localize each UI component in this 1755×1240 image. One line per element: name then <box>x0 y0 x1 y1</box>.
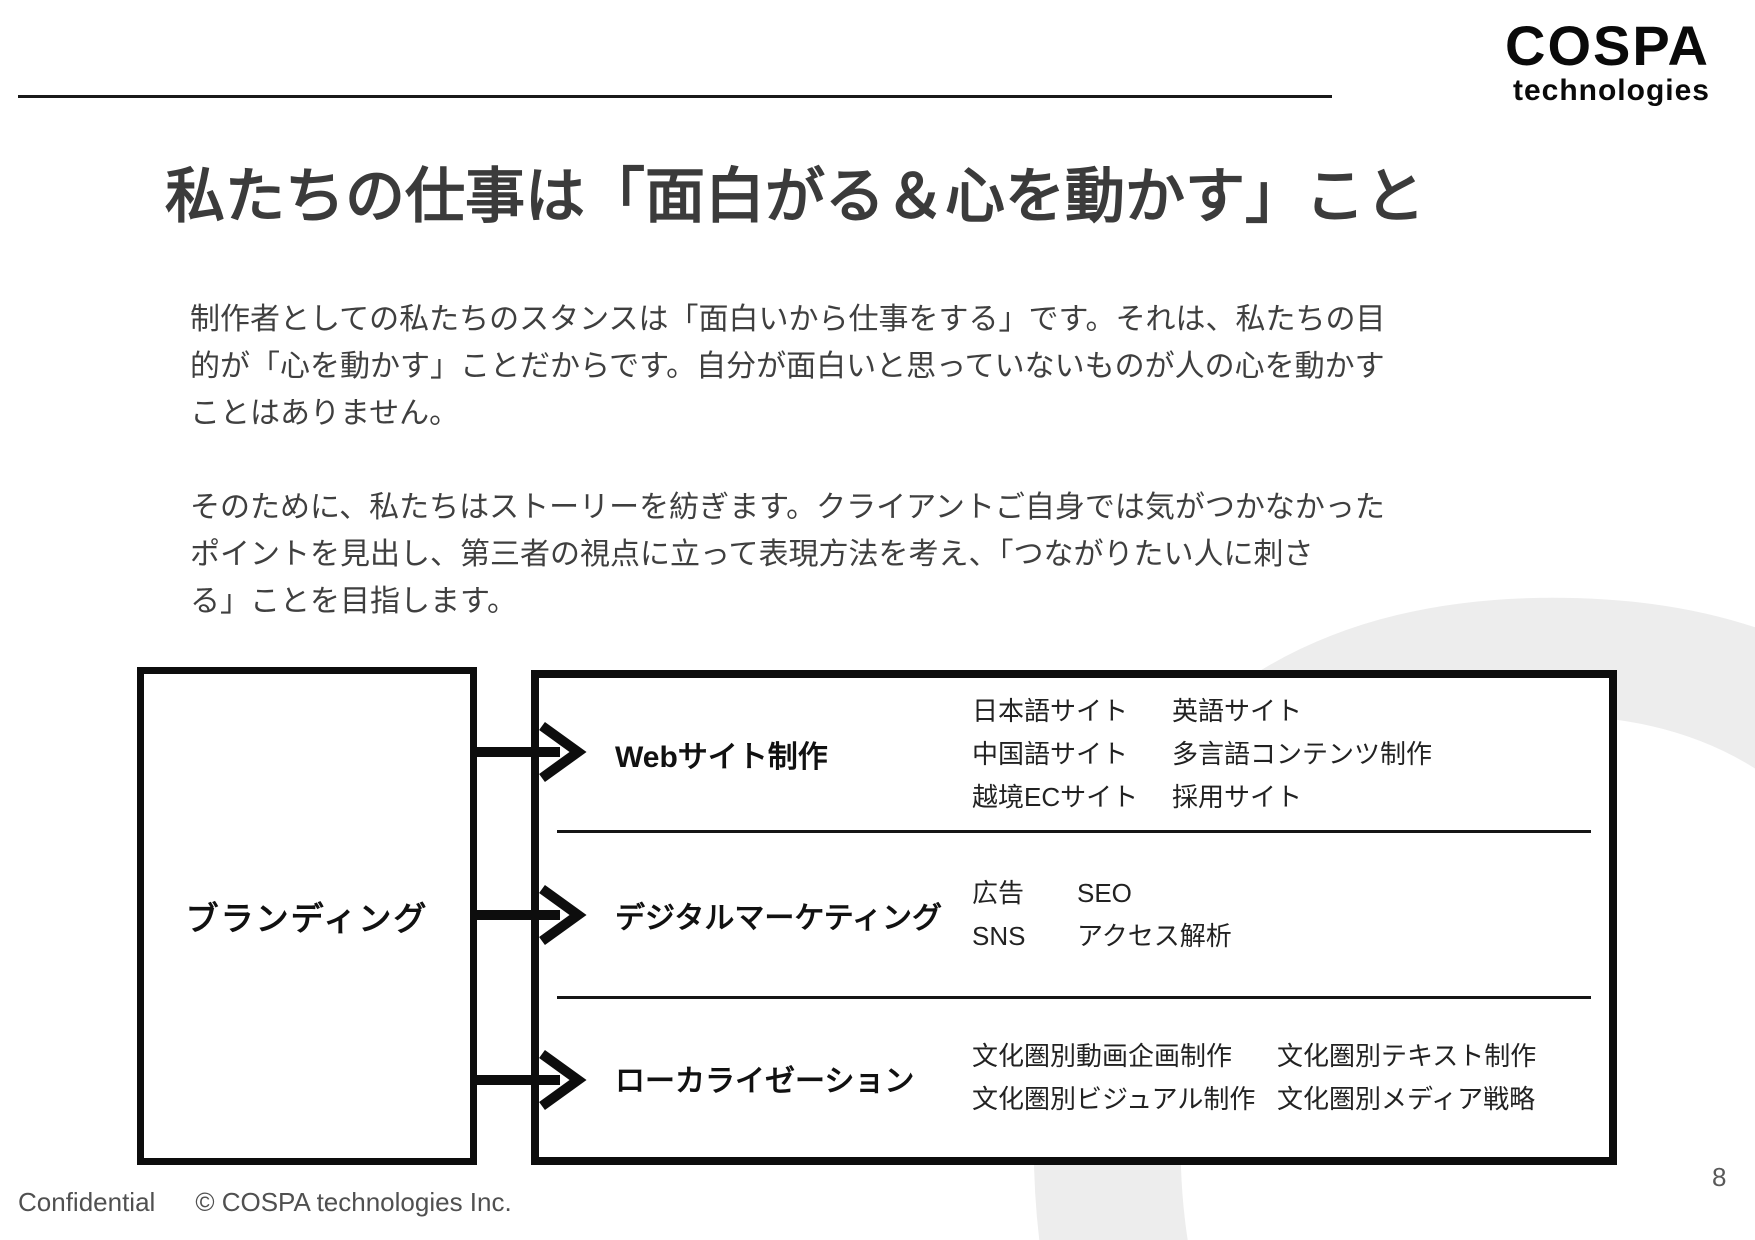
service-item-line: 広告 SEO <box>972 872 1232 915</box>
body-paragraph-2: そのために、私たちはストーリーを紡ぎます。クライアントご自身では気がつかなかった… <box>190 484 1385 625</box>
copyright-label: © COSPA technologies Inc. <box>195 1187 512 1217</box>
service-item: 文化圏別ビジュアル制作 <box>972 1084 1256 1114</box>
service-row-label: ローカライゼーション <box>615 1065 915 1098</box>
header-divider <box>18 95 1332 98</box>
paragraph-line: る」ことを目指します。 <box>190 585 517 618</box>
service-item: アクセス解析 <box>1077 920 1232 951</box>
service-item: SEO <box>1077 877 1132 908</box>
company-logo: COSPA technologies <box>1505 18 1710 106</box>
paragraph-line: ことはありません。 <box>190 397 460 430</box>
service-item: 英語サイト <box>1172 695 1303 726</box>
service-item: 採用サイト <box>1172 781 1303 812</box>
service-item: 多言語コンテンツ制作 <box>1172 738 1433 769</box>
page-title: 私たちの仕事は「面白がる＆心を動かす」こと <box>165 163 1425 230</box>
service-row-digital-marketing: デジタルマーケティング 広告 SEO SNS アクセス解析 <box>557 830 1591 996</box>
footer: Confidential © COSPA technologies Inc. <box>18 1187 512 1218</box>
service-item: 文化圏別メディア戦略 <box>1277 1084 1536 1114</box>
logo-sub-text: technologies <box>1512 74 1710 107</box>
service-row-items: 広告 SEO SNS アクセス解析 <box>972 872 1232 958</box>
paragraph-line: そのために、私たちはストーリーを紡ぎます。クライアントご自身では気がつかなかった <box>190 491 1385 524</box>
service-row-items: 日本語サイト 英語サイト 中国語サイト 多言語コンテンツ制作 越境ECサイト 採… <box>972 690 1432 819</box>
service-item: 日本語サイト <box>972 695 1129 726</box>
service-item-line: 文化圏別動画企画制作 文化圏別テキスト制作 <box>972 1035 1536 1078</box>
body-paragraph-1: 制作者としての私たちのスタンスは「面白いから仕事をする」です。それは、私たちの目… <box>190 296 1386 437</box>
service-row-web: Webサイト制作 日本語サイト 英語サイト 中国語サイト 多言語コンテンツ制作 … <box>557 678 1591 830</box>
service-item: SNS <box>972 920 1026 951</box>
service-item: 文化圏別テキスト制作 <box>1277 1041 1537 1071</box>
service-item: 越境ECサイト <box>972 781 1139 812</box>
service-item-line: 越境ECサイト 採用サイト <box>972 776 1432 819</box>
service-item: 広告 <box>972 877 1025 908</box>
logo-brand-text: COSPA <box>1505 14 1710 77</box>
branding-box-label: ブランディング <box>185 900 429 937</box>
page-number: 8 <box>1712 1162 1727 1192</box>
paragraph-line: 制作者としての私たちのスタンスは「面白いから仕事をする」です。それは、私たちの目 <box>190 303 1386 336</box>
service-row-label: Webサイト制作 <box>615 741 828 774</box>
service-row-localization: ローカライゼーション 文化圏別動画企画制作 文化圏別テキスト制作 文化圏別ビジュ… <box>557 996 1591 1157</box>
services-box: Webサイト制作 日本語サイト 英語サイト 中国語サイト 多言語コンテンツ制作 … <box>531 670 1617 1165</box>
service-item: 文化圏別動画企画制作 <box>972 1041 1233 1071</box>
service-item: 中国語サイト <box>972 738 1129 769</box>
paragraph-line: ポイントを見出し、第三者の視点に立って表現方法を考え、「つながりたい人に刺さ <box>190 538 1314 571</box>
service-item-line: 日本語サイト 英語サイト <box>972 690 1432 733</box>
service-item-line: SNS アクセス解析 <box>972 915 1232 958</box>
confidential-label: Confidential <box>18 1187 156 1217</box>
service-item-line: 文化圏別ビジュアル制作 文化圏別メディア戦略 <box>972 1078 1536 1121</box>
branding-box: ブランディング <box>137 667 477 1165</box>
service-item-line: 中国語サイト 多言語コンテンツ制作 <box>972 733 1432 776</box>
paragraph-line: 的が「心を動かす」ことだからです。自分が面白いと思っていないものが人の心を動かす <box>190 350 1385 383</box>
service-row-label: デジタルマーケティング <box>615 901 942 935</box>
service-row-items: 文化圏別動画企画制作 文化圏別テキスト制作 文化圏別ビジュアル制作 文化圏別メデ… <box>972 1035 1536 1121</box>
